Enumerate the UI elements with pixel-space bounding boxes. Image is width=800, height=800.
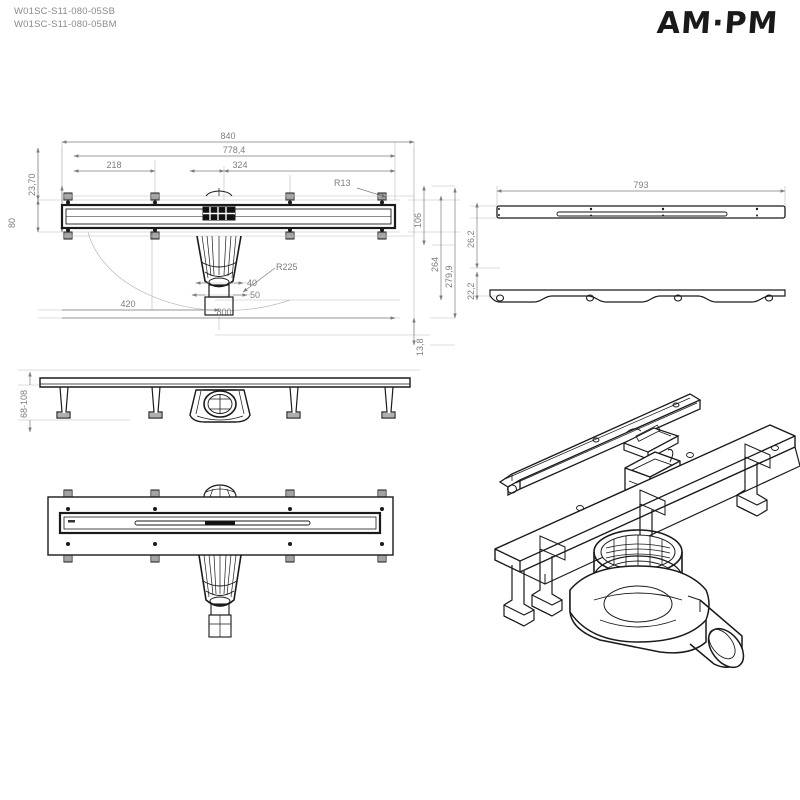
dim-width-264: 264 — [430, 257, 440, 272]
siphon-funnel-bottom — [198, 554, 242, 638]
siphon-cap-bottom — [203, 484, 237, 498]
dim-offset-mid: 324 — [232, 160, 247, 170]
siphon-funnel-top — [196, 235, 242, 330]
view-side-elevation: 68-108 — [18, 369, 420, 433]
dim-grate-length-793: 793 — [633, 180, 648, 190]
view-isometric-assembly — [494, 393, 800, 669]
product-code-1: W01SC-S11-080-05SB — [14, 6, 116, 17]
dim-overall-length: 840 — [220, 131, 235, 141]
dim-leg-height-68-108: 68-108 — [19, 390, 29, 418]
dim-thickness-13-8: 13,8 — [415, 338, 425, 356]
dim-offset-left: 218 — [106, 160, 121, 170]
product-codes: W01SC-S11-080-05SB W01SC-S11-080-05BM — [14, 6, 117, 31]
mounting-brackets-bottom — [63, 489, 387, 563]
channel-frame-bottom — [47, 496, 394, 556]
iso-siphon-assembly — [569, 529, 745, 669]
iso-clip-part — [622, 424, 680, 460]
view-bottom-plan — [47, 484, 394, 638]
iso-channel-body — [494, 424, 800, 585]
siphon-body-side — [189, 389, 251, 423]
dim-length-420: 420 — [120, 299, 135, 309]
dim-height-80: 80 — [7, 218, 17, 228]
iso-grate-cover — [498, 393, 702, 497]
view-top-plan: 840 778,4 218 324 23,70 80 R225 R13 — [7, 131, 460, 356]
dim-outlet-inner-40: 40 — [247, 278, 257, 288]
product-code-2: W01SC-S11-080-05BM — [14, 18, 117, 30]
view-grate-top-right: 793 26,2 22,2 — [466, 180, 786, 303]
dim-width-279-9: 279,9 — [444, 265, 454, 288]
dim-arc-r225: R225 — [276, 262, 298, 272]
dim-body-length: 778,4 — [223, 145, 246, 155]
dim-gap-26-2: 26,2 — [466, 230, 476, 248]
dim-outlet-outer-50: 50 — [250, 290, 260, 300]
dim-length-800: 800 — [216, 307, 231, 317]
dim-gap-22-2: 22,2 — [466, 282, 476, 300]
grate-cover-underside — [489, 289, 786, 303]
dim-radius-r13: R13 — [334, 178, 351, 188]
adjustable-legs-side — [56, 386, 396, 419]
grate-cover-plan — [496, 205, 786, 219]
channel-side-profile — [39, 377, 411, 388]
dim-height-23-70: 23,70 — [27, 173, 37, 196]
mounting-brackets-top — [63, 192, 387, 240]
dim-width-106: 106 — [413, 213, 423, 228]
siphon-grate-block — [202, 188, 236, 221]
